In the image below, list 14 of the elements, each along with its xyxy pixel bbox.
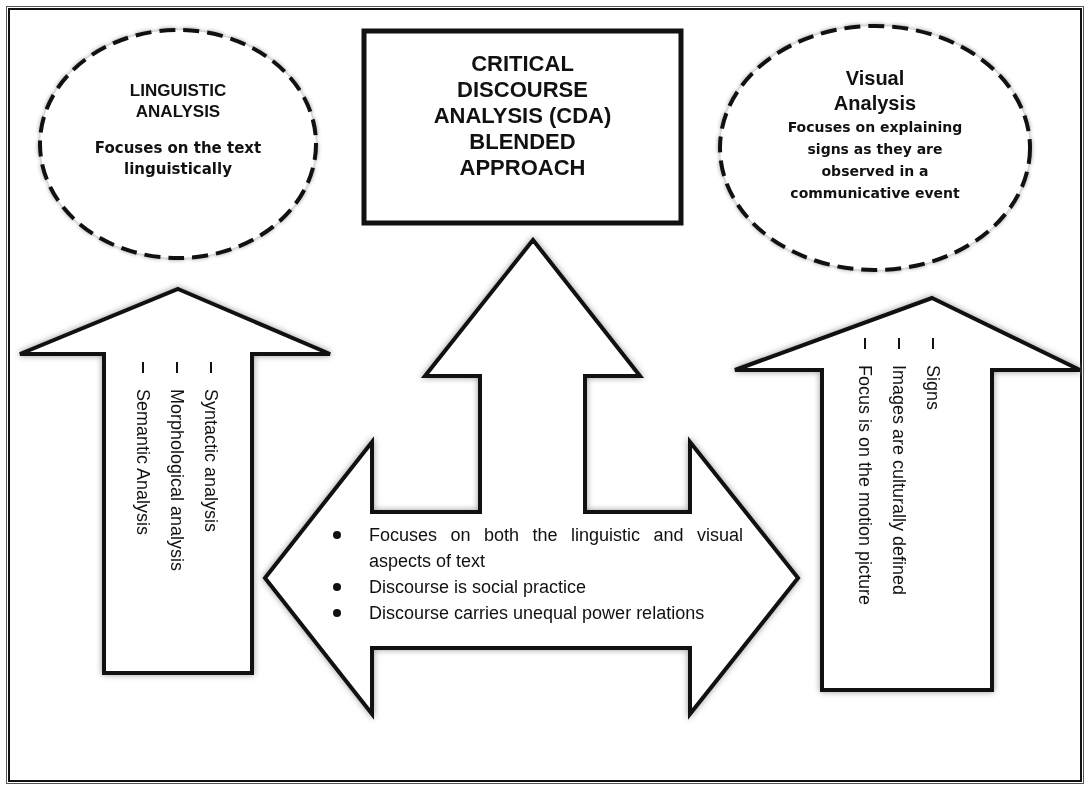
list-item-text: Syntactic analysis	[200, 389, 222, 533]
list-item-text: Discourse is social practice	[369, 576, 588, 599]
list-item-text: Semantic Analysis	[132, 389, 154, 536]
heading-text: LINGUISTIC ANALYSIS	[128, 80, 228, 122]
list-item-text: Focus is on the motion picture	[854, 365, 876, 606]
list-item-text: Morphological analysis	[166, 389, 188, 572]
title-text: CRITICAL DISCOURSE ANALYSIS (CDA) BLENDED APPROACH	[432, 51, 613, 181]
description-text: Focuses on explaining signs as they are observed in a communicative event	[786, 118, 964, 203]
list-item-text: Images are culturally defined	[888, 365, 910, 596]
description-text: Focuses on the text linguistically	[93, 138, 263, 180]
heading-text: Visual Analysis	[832, 66, 918, 116]
list-item-text: Focuses on both the linguistic and visual aspects of text	[369, 524, 743, 573]
list-item-text: Discourse carries unequal power relations	[369, 602, 706, 625]
list-item-text: Signs	[922, 365, 944, 411]
